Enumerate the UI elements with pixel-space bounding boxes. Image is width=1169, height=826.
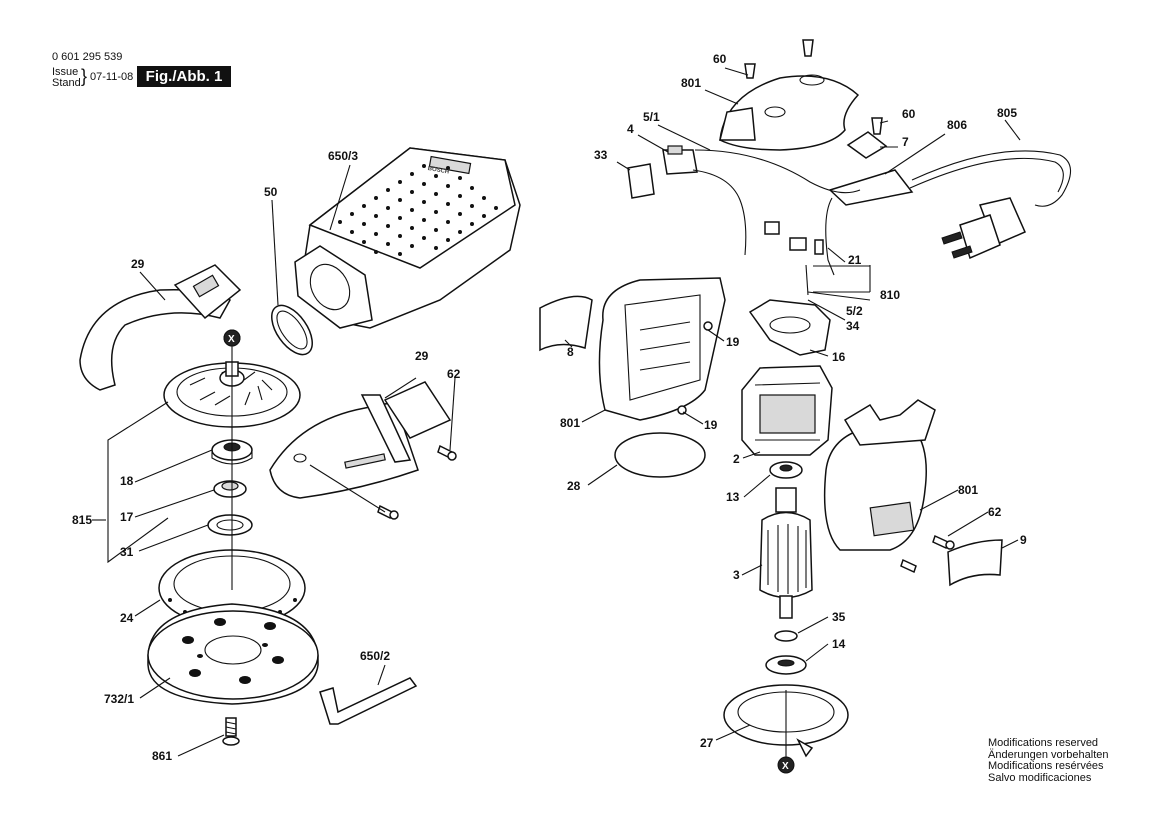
label-60a: 60 xyxy=(713,52,727,66)
label-5-1: 5/1 xyxy=(643,110,660,124)
x-label-bottom: X xyxy=(782,761,789,772)
washer-35 xyxy=(774,630,798,642)
bearing-13 xyxy=(769,461,803,479)
label-34: 34 xyxy=(846,319,860,333)
label-17: 17 xyxy=(120,510,134,524)
screw-861 xyxy=(222,717,240,746)
strain-relief-7 xyxy=(846,131,888,159)
label-24: 24 xyxy=(120,611,134,625)
label-801b: 801 xyxy=(560,416,580,430)
label-7: 7 xyxy=(902,135,909,149)
hex-key-650-2 xyxy=(319,677,418,725)
note-es: Salvo modificaciones xyxy=(988,771,1092,784)
label-14: 14 xyxy=(832,637,846,651)
figure-label: Fig./Abb. 1 xyxy=(137,66,231,87)
motor-housing-801 xyxy=(598,277,726,421)
note-fr: Modifications resérvées xyxy=(988,760,1104,773)
label-2: 2 xyxy=(733,452,740,466)
power-cord xyxy=(828,150,1072,260)
label-62b: 62 xyxy=(988,505,1002,519)
sanding-pad-732-1 xyxy=(147,603,319,705)
screw-62a xyxy=(437,444,457,461)
label-31: 31 xyxy=(120,545,134,559)
dust-box xyxy=(294,147,521,329)
label-16: 16 xyxy=(832,350,846,364)
armature-3 xyxy=(759,487,813,619)
label-62a: 62 xyxy=(447,367,461,381)
label-8 xyxy=(539,295,593,352)
label-9: 9 xyxy=(1020,533,1027,547)
part-17 xyxy=(213,480,247,498)
part-number: 0 601 295 539 xyxy=(52,51,123,63)
label-650-2: 650/2 xyxy=(360,649,390,663)
dust-box-logo: BOSCH xyxy=(427,166,449,176)
label-27: 27 xyxy=(700,736,714,750)
brace: } xyxy=(81,66,88,86)
label-801c: 801 xyxy=(958,483,978,497)
gasket-50 xyxy=(271,304,313,356)
label-4: 4 xyxy=(627,122,634,136)
label-650-3: 650/3 xyxy=(328,149,358,163)
screw-adaptor xyxy=(377,504,399,520)
label-35: 35 xyxy=(832,610,846,624)
wire-5-1b xyxy=(692,169,747,256)
field-2 xyxy=(741,365,833,456)
issue-date: 07-11-08 xyxy=(90,71,134,83)
housing-right-801 xyxy=(823,399,936,551)
switch-cover-33 xyxy=(627,163,655,199)
label-21: 21 xyxy=(848,253,862,267)
label-19b: 19 xyxy=(704,418,718,432)
bearing-14 xyxy=(765,655,807,675)
label-60b: 60 xyxy=(902,107,916,121)
screw-60a xyxy=(744,39,814,79)
screw-62b xyxy=(932,534,955,550)
label-33: 33 xyxy=(594,148,608,162)
switch-4 xyxy=(662,145,698,175)
wire-5-1 xyxy=(694,149,861,194)
label-8: 8 xyxy=(567,345,574,359)
brush-springs-21 xyxy=(764,221,824,296)
label-29a: 29 xyxy=(131,257,145,271)
issue-label: Issue xyxy=(52,66,79,78)
note-de: Änderungen vorbehalten xyxy=(988,748,1109,761)
label-28: 28 xyxy=(567,479,581,493)
label-50: 50 xyxy=(264,185,278,199)
label-815: 815 xyxy=(72,513,92,527)
retaining-ring-31 xyxy=(207,514,253,536)
label-18: 18 xyxy=(120,474,134,488)
label-29b: 29 xyxy=(415,349,429,363)
label-861: 861 xyxy=(152,749,172,763)
label-3: 3 xyxy=(733,568,740,582)
label-806: 806 xyxy=(947,118,967,132)
label-13: 13 xyxy=(726,490,740,504)
adaptor-29 xyxy=(269,381,452,499)
stand-label: Stand xyxy=(52,77,81,89)
label-801a: 801 xyxy=(681,76,701,90)
label-19a: 19 xyxy=(726,335,740,349)
label-732-1: 732/1 xyxy=(104,692,134,706)
screw-60b xyxy=(871,117,883,135)
wire-5-2 xyxy=(825,197,835,276)
label-805: 805 xyxy=(997,106,1017,120)
fan-cover-29 xyxy=(79,264,242,391)
brush-holder-16 xyxy=(748,299,831,356)
modification-notes: Modifications reserved Änderungen vorbeh… xyxy=(988,737,1109,784)
housing-top-801 xyxy=(719,74,860,151)
o-ring-28 xyxy=(614,432,706,478)
note-en: Modifications reserved xyxy=(988,737,1099,749)
x-label-top: X xyxy=(228,334,235,345)
label-810: 810 xyxy=(880,288,900,302)
leader-lines xyxy=(92,67,1021,758)
label-5-2: 5/2 xyxy=(846,304,863,318)
label-9 xyxy=(947,539,1003,587)
screw-right xyxy=(900,558,917,574)
